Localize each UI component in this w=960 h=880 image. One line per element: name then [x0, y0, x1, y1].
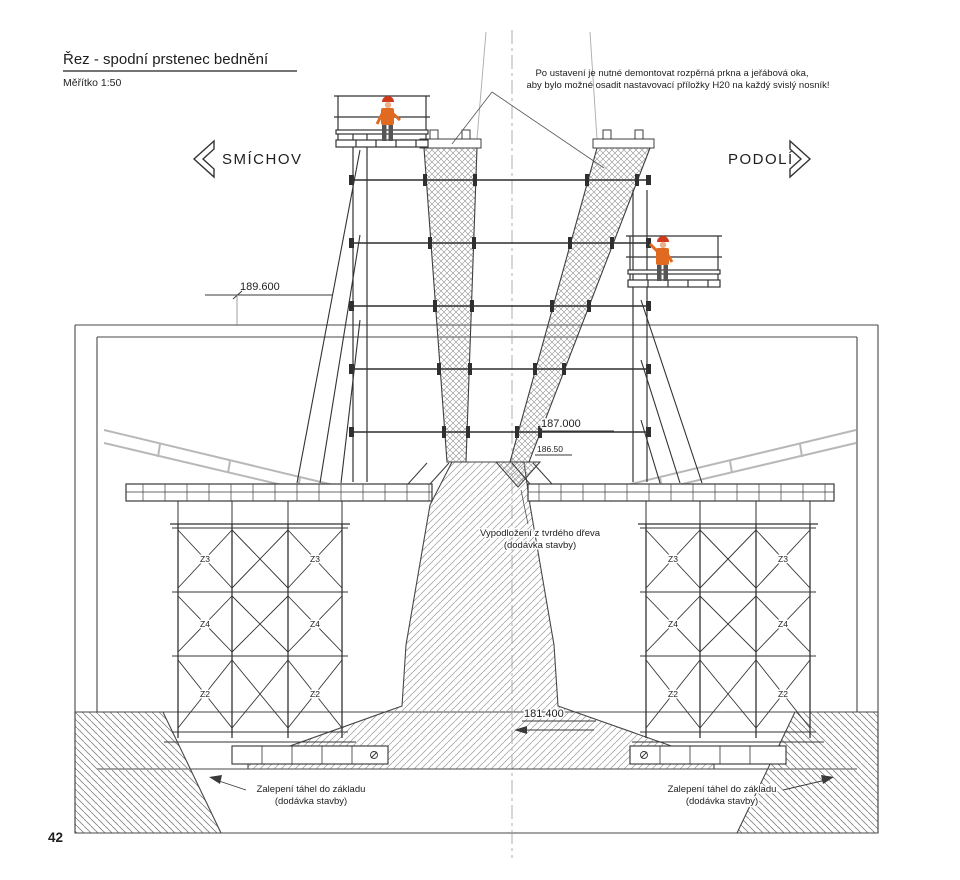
- tie-rod-clamps: [349, 174, 651, 438]
- excavation-hatch-right: [736, 711, 879, 834]
- elevation-18650: 186.50: [535, 443, 572, 456]
- tower-panel-label: Z4: [668, 619, 678, 629]
- tower-panel-label: Z2: [200, 689, 210, 699]
- tower-panel-label: Z4: [310, 619, 320, 629]
- callout-text: Zalepení táhel do základu: [257, 784, 366, 795]
- tie-rods: [349, 174, 651, 438]
- callout-text: (dodávka stavby): [504, 540, 576, 551]
- helmet-icon: [382, 96, 394, 102]
- drawing-title: Řez - spodní prstenec bednění: [63, 51, 269, 68]
- callout-hardwood: Vypodložení z tvrdého dřeva (dodávka sta…: [478, 489, 602, 553]
- worker-left: [375, 96, 401, 141]
- page-number: 42: [48, 830, 63, 845]
- shoring-tower-right: Z3 Z3 Z4 Z4 Z2 Z2: [629, 501, 824, 765]
- dimension-arrow-icon: [514, 726, 527, 734]
- crane-eye-icon: [429, 129, 439, 140]
- tower-panel-label: Z4: [200, 619, 210, 629]
- direction-label: PODOLÍ: [728, 151, 794, 168]
- drawing-scale: Měřítko 1:50: [63, 77, 122, 89]
- note-text: Po ustavení je nutné demontovat rozpěrná…: [535, 68, 808, 79]
- callout-anchor-left: Zalepení táhel do základu (dodávka stavb…: [209, 775, 367, 809]
- arrow-left-icon: [192, 139, 215, 179]
- tower-panel-label: Z3: [200, 554, 210, 564]
- foundation-frame: [74, 324, 879, 834]
- tower-panel-label: Z3: [310, 554, 320, 564]
- elevation-label: 189.600: [240, 281, 280, 293]
- crane-eye-icon: [461, 129, 471, 140]
- elevation-label: 186.50: [537, 444, 563, 454]
- waler-beam-left: [125, 462, 450, 502]
- tower-base-right: [629, 741, 824, 765]
- leader-arrow-icon: [821, 775, 834, 784]
- direction-smichov: SMÍCHOV: [192, 139, 303, 179]
- note-text: aby bylo možné osadit nastavovací přílož…: [526, 80, 829, 91]
- shoring-tower-left: Z3 Z3 Z4 Z4 Z2 Z2: [164, 501, 389, 765]
- tower-bracing: [645, 529, 811, 729]
- elevation-181400: 181.400: [514, 707, 596, 734]
- callout-text: (dodávka stavby): [686, 796, 758, 807]
- callout-text: (dodávka stavby): [275, 796, 347, 807]
- pier-concrete: [247, 461, 715, 770]
- callout-text: Zalepení táhel do základu: [668, 784, 777, 795]
- elevation-label: 187.000: [541, 418, 581, 430]
- tower-panel-label: Z3: [778, 554, 788, 564]
- tower-panel-label: Z2: [310, 689, 320, 699]
- tower-panel-label: Z2: [668, 689, 678, 699]
- tower-base-left: [164, 741, 389, 765]
- direction-label: SMÍCHOV: [222, 151, 303, 168]
- top-note: Po ustavení je nutné demontovat rozpěrná…: [451, 68, 830, 169]
- tower-bracing: [177, 529, 343, 729]
- direction-podoli: PODOLÍ: [728, 139, 812, 179]
- work-platform-right: [626, 235, 722, 288]
- scaffold-left: [296, 95, 430, 484]
- scaffold-right: [626, 190, 722, 484]
- tower-panel-label: Z4: [778, 619, 788, 629]
- helmet-icon: [657, 236, 669, 242]
- waler-beam-right: [511, 462, 835, 502]
- excavation-hatch-left: [74, 711, 222, 834]
- formwork-panel-right: [509, 129, 655, 463]
- leader-arrow-icon: [209, 775, 222, 784]
- tower-panel-label: Z3: [668, 554, 678, 564]
- crane-eye-icon: [602, 129, 612, 140]
- elevation-187000: 187.000: [539, 417, 614, 432]
- callout-text: Vypodložení z tvrdého dřeva: [480, 528, 601, 539]
- worker-right: [648, 236, 674, 281]
- tower-panel-label: Z2: [778, 689, 788, 699]
- elevation-label: 181.400: [524, 708, 564, 720]
- callout-anchor-right: Zalepení táhel do základu (dodávka stavb…: [666, 775, 834, 809]
- arrow-right-icon: [789, 139, 812, 179]
- title-block: Řez - spodní prstenec bednění Měřítko 1:…: [63, 51, 297, 89]
- elevation-189600: 189.600: [205, 281, 333, 326]
- crane-eye-icon: [634, 129, 644, 140]
